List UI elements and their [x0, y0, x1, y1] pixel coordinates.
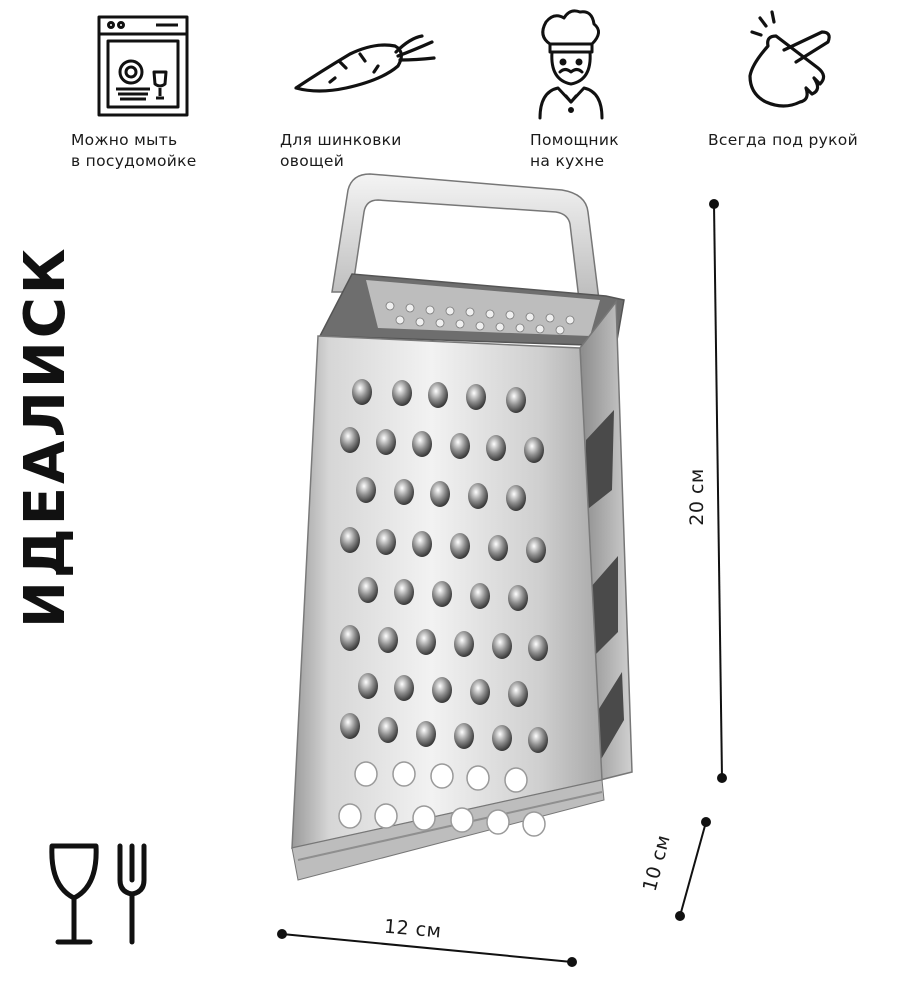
brand-wordmark: ИДЕАЛИСК: [13, 245, 78, 628]
feature-label-handy: Всегда под рукой: [708, 131, 858, 149]
brand-text: ИДЕАЛИСК: [13, 245, 78, 628]
height-dimension-line: [713, 203, 723, 779]
glass-fork-icon: [49, 843, 147, 945]
width-dimension-line: [281, 933, 573, 963]
carrot-icon: [294, 34, 436, 93]
height-label: 20 см: [685, 468, 708, 526]
hand-touch-icon: [748, 10, 831, 108]
grater-image: [291, 173, 633, 881]
dishwasher-icon: [97, 15, 189, 117]
depth-dimension-line: [679, 821, 707, 917]
chef-icon: [538, 9, 604, 120]
